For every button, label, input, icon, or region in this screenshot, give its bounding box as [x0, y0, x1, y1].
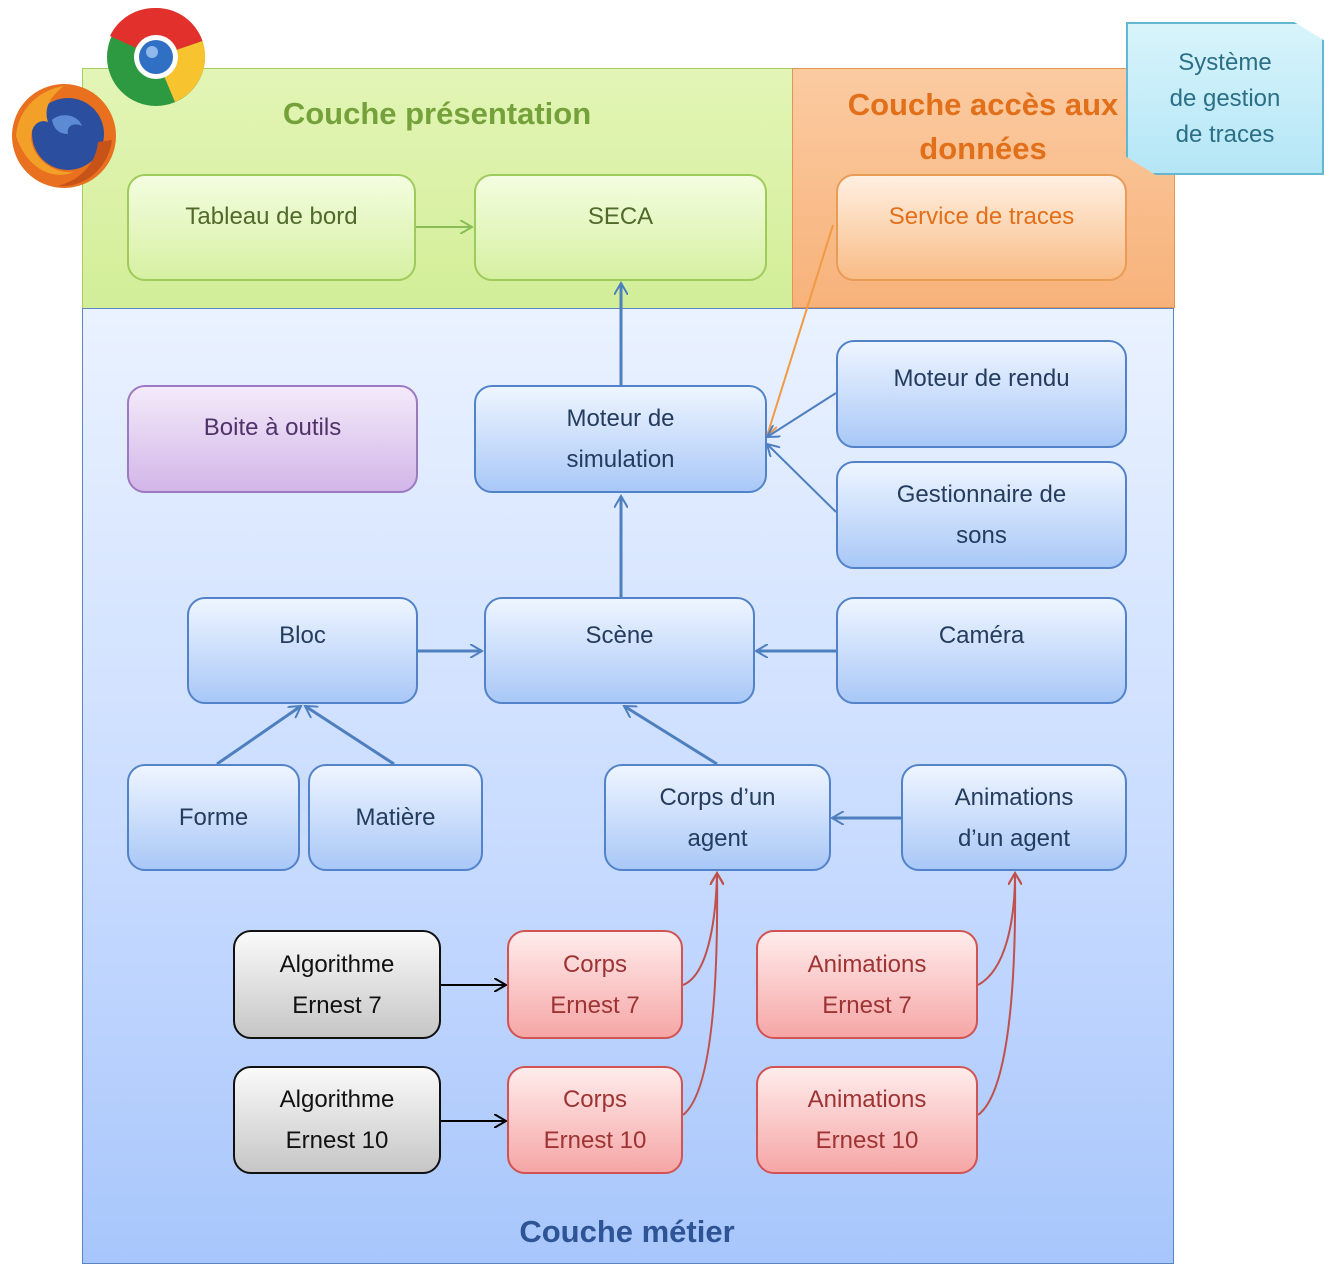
arrow-anim10-to-animations-agent	[977, 873, 1015, 1116]
arrow-corps-agent-to-scene	[624, 704, 718, 766]
node-moteur-de-rendu: Moteur de rendu	[836, 340, 1127, 448]
arrow-forme-to-bloc	[216, 704, 301, 766]
node-gestionnaire-de-sons: Gestionnaire de sons	[836, 461, 1127, 569]
arrow-matiere-to-bloc	[305, 704, 395, 766]
arrow-corps10-to-corps-agent	[682, 873, 717, 1116]
arrow-rendu-to-simulation	[767, 392, 837, 437]
data-access-layer-title: Couche accès aux données	[847, 87, 1119, 166]
node-animations-ernest-10: Animations Ernest 10	[756, 1066, 978, 1174]
node-bloc: Bloc	[187, 597, 418, 704]
arrow-traces-to-simulation	[767, 224, 834, 436]
node-camera: Caméra	[836, 597, 1127, 704]
node-seca: SECA	[474, 174, 767, 281]
node-matiere: Matière	[308, 764, 483, 871]
node-animations-agent: Animations d’un agent	[901, 764, 1127, 871]
arrow-corps7-to-corps-agent	[682, 873, 717, 986]
node-moteur-de-simulation: Moteur de simulation	[474, 385, 767, 493]
node-service-de-traces: Service de traces	[836, 174, 1127, 281]
arrow-anim7-to-animations-agent	[977, 873, 1015, 986]
business-layer-title: Couche métier	[519, 1214, 735, 1249]
node-tableau-de-bord: Tableau de bord	[127, 174, 416, 281]
node-boite-a-outils: Boite à outils	[127, 385, 418, 493]
node-algorithme-ernest-10: Algorithme Ernest 10	[233, 1066, 441, 1174]
presentation-layer-title: Couche présentation	[282, 96, 592, 131]
trace-management-system-note: Système de gestion de traces	[1126, 22, 1324, 175]
firefox-logo-icon	[12, 84, 116, 188]
chrome-logo-icon	[107, 7, 206, 106]
arrow-sons-to-simulation	[767, 444, 837, 513]
node-corps-ernest-10: Corps Ernest 10	[507, 1066, 683, 1174]
node-corps-agent: Corps d’un agent	[604, 764, 831, 871]
node-algorithme-ernest-7: Algorithme Ernest 7	[233, 930, 441, 1039]
node-animations-ernest-7: Animations Ernest 7	[756, 930, 978, 1039]
node-forme: Forme	[127, 764, 300, 871]
node-scene: Scène	[484, 597, 755, 704]
node-corps-ernest-7: Corps Ernest 7	[507, 930, 683, 1039]
